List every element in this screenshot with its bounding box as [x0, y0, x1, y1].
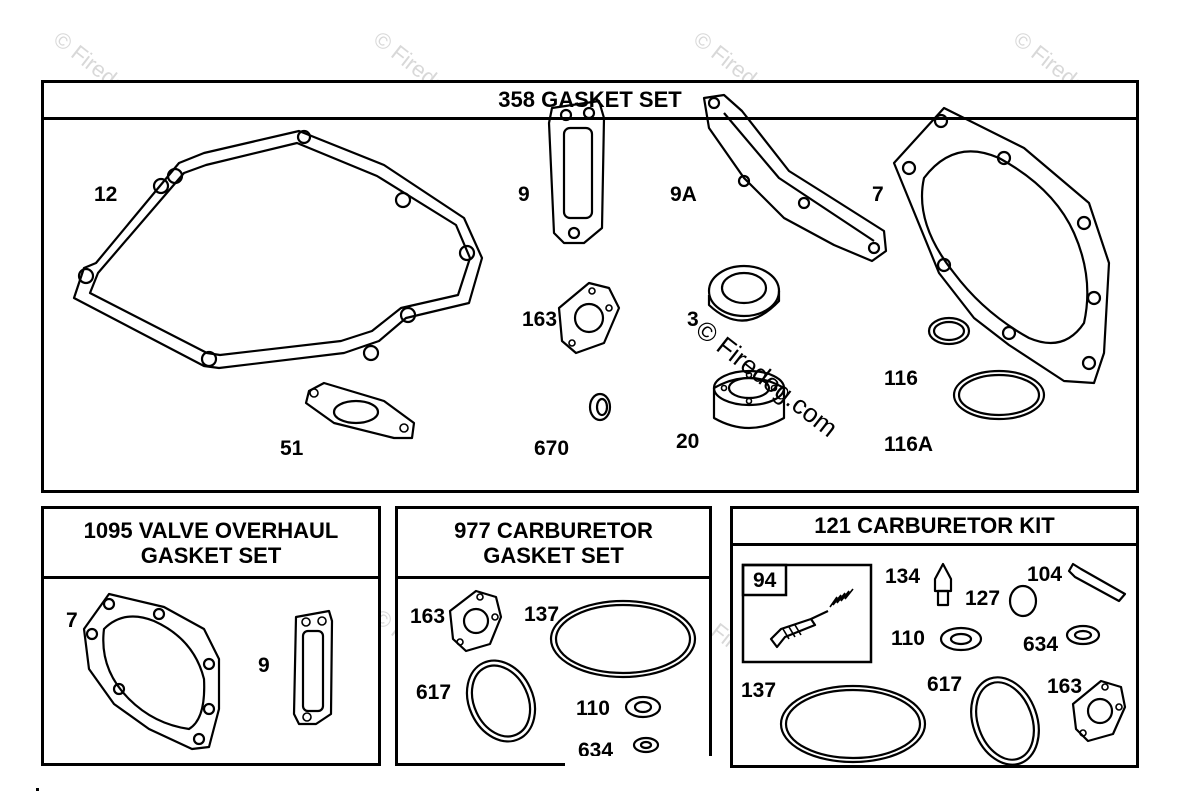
carb-kit-title: 121 CARBURETOR KIT: [733, 509, 1136, 546]
carb-kit-title-text: 121 CARBURETOR KIT: [814, 513, 1055, 538]
part-label: 20: [676, 430, 699, 453]
sub-box-label: 94: [753, 569, 777, 592]
part-label: 12: [94, 183, 117, 206]
part-label: 9A: [670, 183, 697, 206]
needle-kit-box-94: 94: [741, 563, 873, 664]
part-label: 9: [518, 183, 530, 206]
part-label: 163: [1047, 675, 1082, 698]
gasket-163: [557, 281, 621, 355]
part-label: 137: [741, 679, 776, 702]
part-label: 9: [258, 654, 270, 677]
float-needle-134: [933, 562, 953, 607]
part-label: 110: [576, 697, 610, 720]
valve-overhaul-title-line1: 1095 VALVE OVERHAUL: [83, 518, 339, 543]
carb-gasket-title: 977 CARBURETOR GASKET SET: [398, 509, 709, 579]
carb-kit-drawing: 94: [741, 562, 1127, 765]
washer-670: [588, 392, 612, 422]
carb-kit-panel: 121 CARBURETOR KIT 94: [730, 506, 1139, 768]
valve-overhaul-title: 1095 VALVE OVERHAUL GASKET SET: [44, 509, 378, 579]
part-label: 163: [410, 605, 445, 628]
part-label: 137: [524, 603, 559, 626]
gasket-9: [292, 609, 334, 726]
gasket-set-labels: 12 9 9A 7 163 3 116 51 670 20 116A: [94, 183, 933, 460]
oring-617: [465, 659, 537, 743]
ring-116a: [952, 369, 1046, 421]
carb-gasket-title-line2: GASKET SET: [483, 543, 624, 568]
needle-screw: [769, 610, 829, 649]
part-label: 7: [872, 183, 884, 206]
part-label: 617: [927, 673, 962, 696]
part-label: 670: [534, 437, 569, 460]
washer-634: [632, 736, 660, 754]
watermark-text: © Firedog.com: [690, 314, 843, 443]
pin-104: [1067, 562, 1127, 603]
gasket-163: [448, 589, 503, 653]
occlusion-patch: [565, 756, 715, 776]
part-label: 51: [280, 437, 304, 460]
gasket-137: [549, 599, 697, 679]
carb-gasket-panel: 977 CARBURETOR GASKET SET 163 137 617 11: [395, 506, 712, 766]
part-label: 116A: [884, 433, 933, 456]
part-label: 3: [687, 308, 699, 331]
head-gasket-7: [82, 592, 221, 751]
gasket-163: [1071, 679, 1127, 743]
valve-overhaul-title-line2: GASKET SET: [140, 543, 282, 568]
part-label: 7: [66, 609, 78, 632]
oring-116: [927, 316, 971, 346]
part-label: 634: [1023, 633, 1058, 656]
gasket-137: [779, 684, 927, 764]
plug-127: [1008, 584, 1038, 618]
part-label: 127: [965, 587, 1000, 610]
washer-110: [939, 626, 983, 652]
stray-dot: [36, 788, 39, 791]
gasket-set-drawing: © Firedog.com 12 9 9A 7 163 3 116 51 670…: [72, 93, 1111, 460]
carb-gasket-title-line1: 977 CARBURETOR: [454, 518, 653, 543]
oring-617: [970, 676, 1040, 765]
exhaust-gasket-51: [304, 381, 416, 440]
part-label: 104: [1027, 563, 1062, 586]
gasket-set-panel: 358 GASKET SET: [41, 80, 1139, 493]
crankcase-gasket-12: [72, 129, 484, 370]
seal-20: [712, 369, 786, 429]
spring: [829, 588, 854, 608]
gasket-9: [547, 99, 606, 245]
head-gasket-7: [892, 106, 1111, 385]
washer-634: [1065, 624, 1101, 646]
gasket-9a: [702, 93, 888, 263]
part-label: 110: [891, 627, 925, 650]
valve-overhaul-panel: 1095 VALVE OVERHAUL GASKET SET 7 9: [41, 506, 381, 766]
valve-overhaul-drawing: 7 9: [66, 592, 334, 751]
oil-seal-3: [707, 264, 781, 322]
part-label: 134: [885, 565, 920, 588]
washer-110: [624, 695, 662, 719]
carb-gasket-drawing: 163 137 617 110 634: [410, 589, 697, 762]
part-label: 116: [884, 367, 918, 390]
part-label: 617: [416, 681, 451, 704]
part-label: 163: [522, 308, 557, 331]
